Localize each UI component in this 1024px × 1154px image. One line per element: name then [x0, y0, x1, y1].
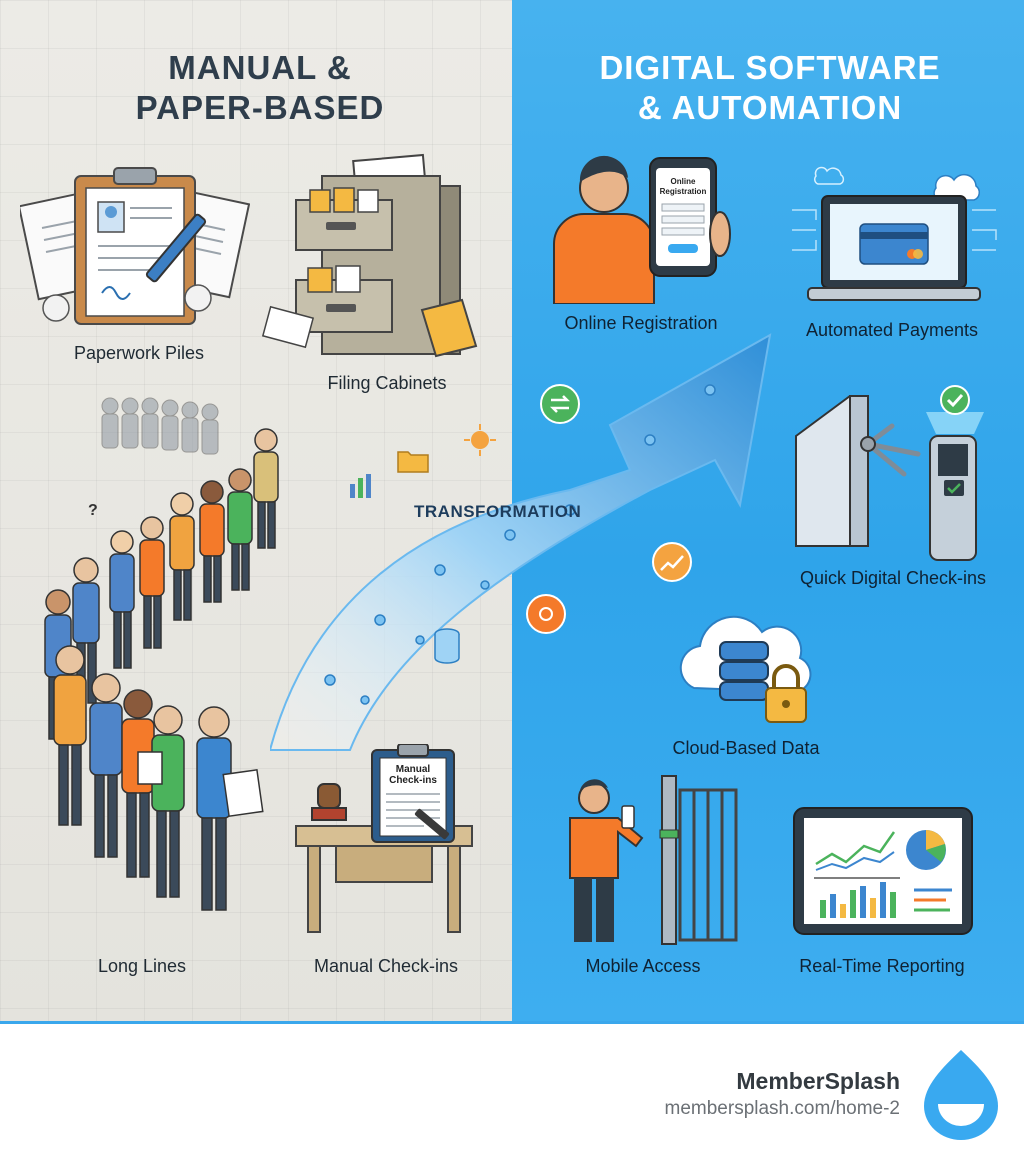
filing-cabinet-illustration	[262, 153, 478, 358]
manual-checkin-illustration: Manual Check-ins	[295, 744, 473, 933]
membersplash-logo-icon	[924, 1050, 998, 1140]
digital-checkin-illustration	[795, 385, 984, 561]
online-registration-label: Online Registration	[564, 313, 718, 333]
long-lines-illustration: ?	[44, 397, 279, 911]
manual-heading-line1: MANUAL &	[168, 49, 352, 86]
phone-title-line2: Registration	[660, 187, 707, 196]
manual-panel	[0, 0, 512, 1024]
svg-text:?: ?	[88, 502, 98, 519]
growth-chart-icon	[652, 542, 692, 582]
footer: MemberSplash membersplash.com/home-2	[0, 1024, 1024, 1154]
filing-cabinets-label: Filing Cabinets	[327, 373, 447, 393]
automated-payments-label: Automated Payments	[805, 320, 979, 340]
paperwork-illustration	[20, 167, 250, 325]
transformation-label: TRANSFORMATION	[414, 502, 582, 521]
swap-icon	[540, 384, 580, 424]
clipboard-title-line2: Check-ins	[389, 775, 437, 786]
clipboard-title-line1: Manual	[396, 764, 431, 775]
reporting-illustration	[793, 807, 973, 935]
manual-checkins-label: Manual Check-ins	[313, 956, 459, 976]
brand-name: MemberSplash	[736, 1068, 900, 1094]
digital-heading: DIGITAL SOFTWARE & AUTOMATION	[560, 48, 980, 128]
online-registration-illustration: Online Registration	[553, 155, 731, 304]
bar-chart-icon	[350, 474, 371, 498]
reporting-label: Real-Time Reporting	[799, 956, 965, 976]
folder-icon	[397, 451, 429, 473]
database-icon	[434, 628, 460, 664]
transformation-arrow	[270, 333, 772, 751]
automated-payments-illustration	[792, 166, 997, 301]
digital-heading-line1: DIGITAL SOFTWARE	[599, 49, 941, 86]
long-lines-label: Long Lines	[97, 956, 187, 976]
digital-heading-line2: & AUTOMATION	[637, 89, 903, 126]
cloud-data-label: Cloud-Based Data	[672, 738, 820, 758]
manual-heading: MANUAL & PAPER-BASED	[60, 48, 460, 128]
mobile-access-illustration	[569, 775, 738, 945]
mobile-access-label: Mobile Access	[585, 956, 701, 976]
phone-title-line1: Online	[671, 177, 696, 186]
brand-url: membersplash.com/home-2	[664, 1098, 900, 1119]
cloud-data-illustration	[679, 615, 812, 723]
manual-heading-line2: PAPER-BASED	[135, 89, 385, 126]
infographic: MANUAL & PAPER-BASED DIGITAL SOFTWARE & …	[0, 0, 1024, 1024]
divider-line	[0, 1021, 1024, 1024]
paperwork-label: Paperwork Piles	[73, 343, 205, 363]
digital-checkins-label: Quick Digital Check-ins	[799, 568, 987, 588]
network-icon	[464, 424, 496, 456]
hub-icon	[526, 594, 566, 634]
